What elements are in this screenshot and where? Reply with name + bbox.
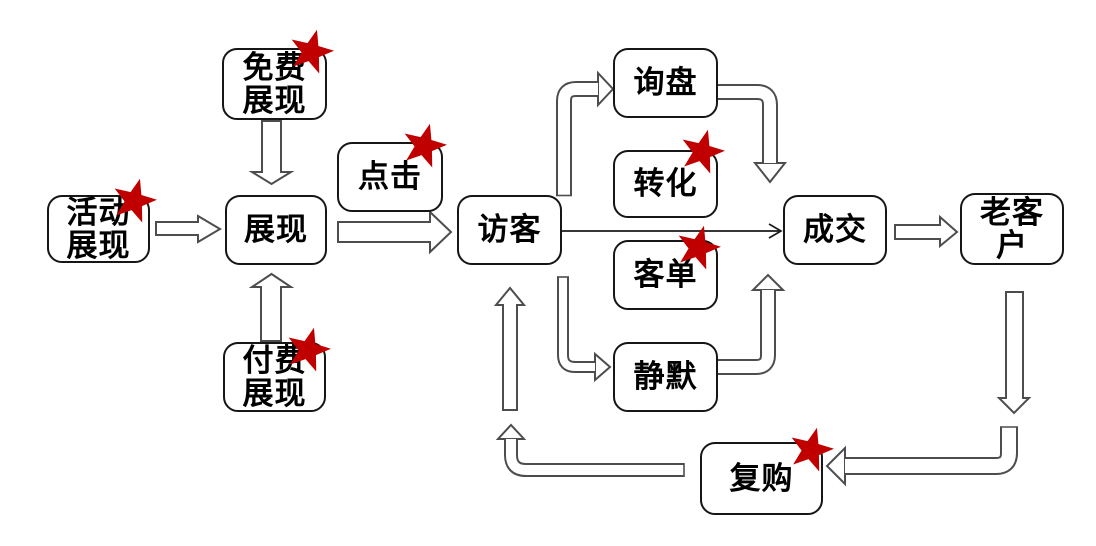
node-label: 展现 — [244, 212, 308, 248]
arrow-deal-to-oldcustomer — [894, 214, 959, 249]
arrow-visitor-to-deal — [562, 223, 783, 239]
node-label: 访客 — [477, 212, 542, 248]
node-label: 静默 — [633, 359, 698, 395]
star-icon — [404, 123, 447, 168]
arrow-oldcustomer-down — [996, 291, 1032, 415]
star-icon — [678, 225, 721, 270]
node-label: 转化 — [633, 166, 698, 202]
node-display: 展现 — [225, 195, 327, 265]
node-label: 免费 展现 — [242, 49, 307, 118]
node-deal: 成交 — [783, 195, 887, 265]
node-paid-display: 付费 展现 — [223, 342, 326, 412]
node-old-customer: 老客 户 — [960, 193, 1064, 265]
arrow-visitor-to-silent — [557, 276, 612, 383]
node-label: 客单 — [633, 257, 698, 293]
node-label: 点击 — [358, 159, 422, 195]
star-icon — [291, 29, 334, 74]
arrow-silent-to-deal — [718, 273, 786, 375]
node-label: 复购 — [729, 460, 794, 496]
arrow-repurchase-left-up — [495, 423, 685, 477]
star-icon — [682, 129, 725, 174]
node-label: 询盘 — [633, 65, 698, 101]
node-visitor: 访客 — [457, 195, 562, 265]
node-label: 成交 — [803, 212, 867, 248]
node-inquiry: 询盘 — [613, 48, 718, 118]
arrow-display-to-visitor — [337, 209, 453, 255]
star-icon — [114, 178, 157, 223]
arrow-inquiry-to-deal — [718, 84, 788, 184]
star-icon — [791, 427, 834, 472]
star-icon — [288, 327, 331, 372]
arrow-oldcustomer-to-repurchase — [825, 426, 1018, 487]
node-silent: 静默 — [613, 342, 718, 412]
arrow-visitor-to-inquiry — [556, 70, 615, 197]
arrow-up-to-visitor — [493, 286, 527, 411]
arrow-paid-to-display — [248, 272, 295, 342]
node-label: 活动 展现 — [66, 194, 131, 263]
arrow-activity-to-display — [155, 214, 222, 244]
node-label: 老客 户 — [980, 194, 1044, 263]
arrow-free-to-display — [248, 120, 295, 186]
